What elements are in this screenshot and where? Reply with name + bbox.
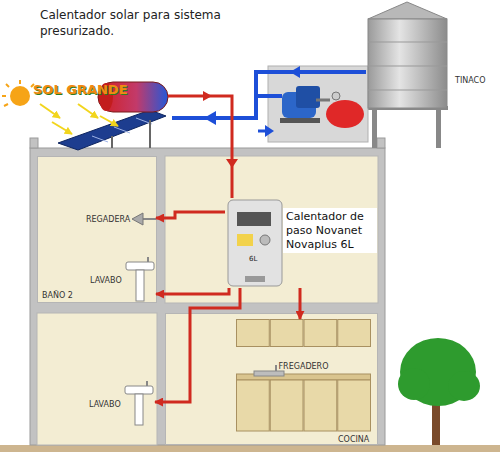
faucet [146, 381, 148, 386]
water-heater-box: Calentador de paso Novanet Novaplus 6L [225, 198, 375, 288]
flow-arrow [226, 159, 238, 168]
tank-rib [368, 90, 447, 91]
base-cabinet [304, 380, 337, 431]
parapet [30, 138, 38, 148]
tank-drawing [365, 2, 450, 110]
flow-arrow [265, 125, 274, 137]
kitchen-room: COCINA FREGADERO [165, 313, 378, 445]
tank-rib [368, 66, 447, 67]
cold-water-pipe [256, 94, 282, 98]
tree-crown [448, 371, 480, 401]
ground [0, 445, 500, 452]
sink-pedestal [135, 394, 143, 425]
hot-water-pipe [156, 212, 225, 218]
wall-cabinet [237, 320, 270, 347]
washbasin-fixture: LAVABO [85, 380, 155, 425]
node-text: LAVABO [90, 276, 122, 285]
tank-rib [368, 42, 447, 43]
node-text: COCINA [338, 435, 369, 444]
solar-panel [58, 110, 166, 150]
heater-dial [260, 235, 270, 245]
sun-ray [2, 95, 6, 97]
pressure-tank [326, 100, 364, 128]
hot-water-pipe [155, 288, 240, 402]
room [165, 156, 378, 303]
sun-ray-arrow [100, 116, 118, 126]
pump-base [280, 118, 320, 123]
flow-arrow [290, 66, 300, 78]
panel-stand [149, 120, 151, 148]
base-cabinet [270, 380, 303, 431]
node-text: FREGADERO [236, 362, 371, 371]
tank-lid [368, 2, 447, 19]
parapet [377, 138, 385, 148]
hot-water-pipe [299, 288, 302, 319]
base-cabinet [237, 380, 270, 431]
tree-crown [398, 368, 430, 400]
washbasin-fixture: LAVABO [86, 256, 156, 301]
sun-ray-arrow [52, 122, 72, 134]
cabinets-drawing [236, 319, 371, 431]
sun-ray [4, 104, 8, 106]
node-text: REGADERA [86, 215, 130, 224]
wall-cabinet [270, 320, 303, 347]
shower-fixture: REGADERA [86, 206, 156, 233]
heater-outlet [245, 276, 265, 282]
node-text: TINACO [455, 76, 485, 85]
pump-panel [268, 66, 368, 142]
shower-head [132, 213, 143, 225]
base-cabinet [338, 380, 371, 431]
sun-logo [10, 86, 30, 106]
building-walls [30, 148, 385, 445]
wall-cabinet [338, 320, 371, 347]
room [37, 313, 157, 445]
flow-arrow [204, 111, 216, 125]
water-tank: TINACO [365, 2, 450, 110]
heater-display [237, 212, 271, 226]
shower-pipe [142, 218, 156, 220]
kitchen-sink-unit: FREGADERO [236, 319, 371, 431]
diagram-title: Calentador solar para sistema presurizad… [40, 8, 245, 39]
pump-motor [296, 86, 320, 108]
sun-ray-arrow [78, 104, 98, 118]
sun-ray [19, 80, 21, 84]
pump-pipe [316, 99, 330, 102]
pressure-gauge [332, 92, 340, 100]
node-text: Calentador de paso Novanet Novaplus 6L [283, 208, 377, 253]
kitchen-sink [254, 371, 284, 376]
capacity-mark: 6L [249, 255, 257, 263]
sun-ray [6, 84, 9, 87]
panel-grid [92, 136, 108, 142]
sink-pedestal [136, 270, 144, 301]
tank-stand [436, 108, 441, 148]
hot-water-pipe [168, 96, 232, 198]
sink-basin [125, 386, 153, 394]
water-heater [228, 200, 282, 286]
hot-water-pipe [156, 288, 229, 294]
heater-sticker [237, 234, 253, 246]
panel-stand [111, 136, 113, 148]
node-text: LAVABO [89, 400, 121, 409]
panel-grid [114, 127, 130, 133]
sun-ray-arrow [40, 104, 60, 118]
bathroom-room: BAÑO 2 REGADERA LAVABO [37, 156, 157, 303]
faucet [275, 365, 277, 371]
flow-arrow [203, 91, 212, 101]
tank-stand [372, 108, 377, 148]
brand-logo-text: SOL GRANDE [33, 82, 128, 97]
node-text: BAÑO 2 [42, 291, 73, 300]
faucet [147, 257, 149, 262]
sink-basin [126, 262, 154, 270]
flow-arrow [258, 130, 266, 133]
tank-body [368, 19, 447, 108]
wall-cabinet [304, 320, 337, 347]
